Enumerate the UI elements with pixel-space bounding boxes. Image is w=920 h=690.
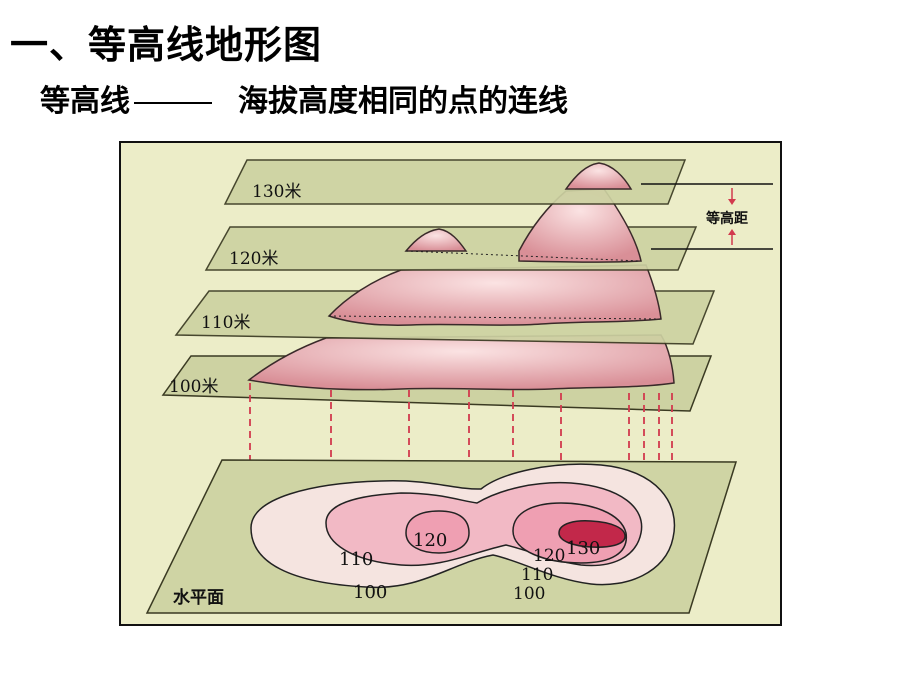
contour-label: 110 <box>339 549 373 570</box>
contour-label: 110 <box>521 565 553 585</box>
plane-label-100: 100米 <box>169 377 218 397</box>
interval-label: 等高距 <box>706 210 748 227</box>
base-plane-label: 水平面 <box>173 587 224 608</box>
contour-label: 130 <box>566 538 600 559</box>
contour-label: 120 <box>413 530 447 551</box>
plane-label-120: 120米 <box>229 249 278 269</box>
plane-label-110: 110米 <box>201 313 250 333</box>
plane-130 <box>223 159 687 205</box>
slide-title: 一、等高线地形图 <box>10 23 323 67</box>
definition-line: 等高线 海拔高度相同的点的连线 <box>40 76 568 120</box>
summit-peak <box>564 162 633 190</box>
contour-label: 100 <box>513 584 545 604</box>
definition-term: 等高线 <box>40 84 130 119</box>
interval-arrow-icon <box>728 199 736 205</box>
interval-arrow-icon <box>728 229 736 235</box>
tier-dotted-line <box>328 315 662 320</box>
tier-dotted-line <box>405 250 642 262</box>
contour-diagram-svg: 等高距 130米 120米 110米 100米 <box>145 159 773 614</box>
definition-dash <box>134 101 212 104</box>
mountain-tier-2 <box>327 264 662 326</box>
contour-label: 120 <box>533 546 565 566</box>
contour-120-left <box>405 510 470 554</box>
left-peak <box>404 228 468 252</box>
contour-diagram: 等高距 130米 120米 110米 100米 <box>119 141 782 626</box>
plane-label-130: 130米 <box>252 182 301 202</box>
contour-label: 100 <box>353 582 387 603</box>
contour-130 <box>558 520 626 548</box>
definition-text: 海拔高度相同的点的连线 <box>238 84 568 119</box>
mountain-tier-3 <box>518 188 642 263</box>
